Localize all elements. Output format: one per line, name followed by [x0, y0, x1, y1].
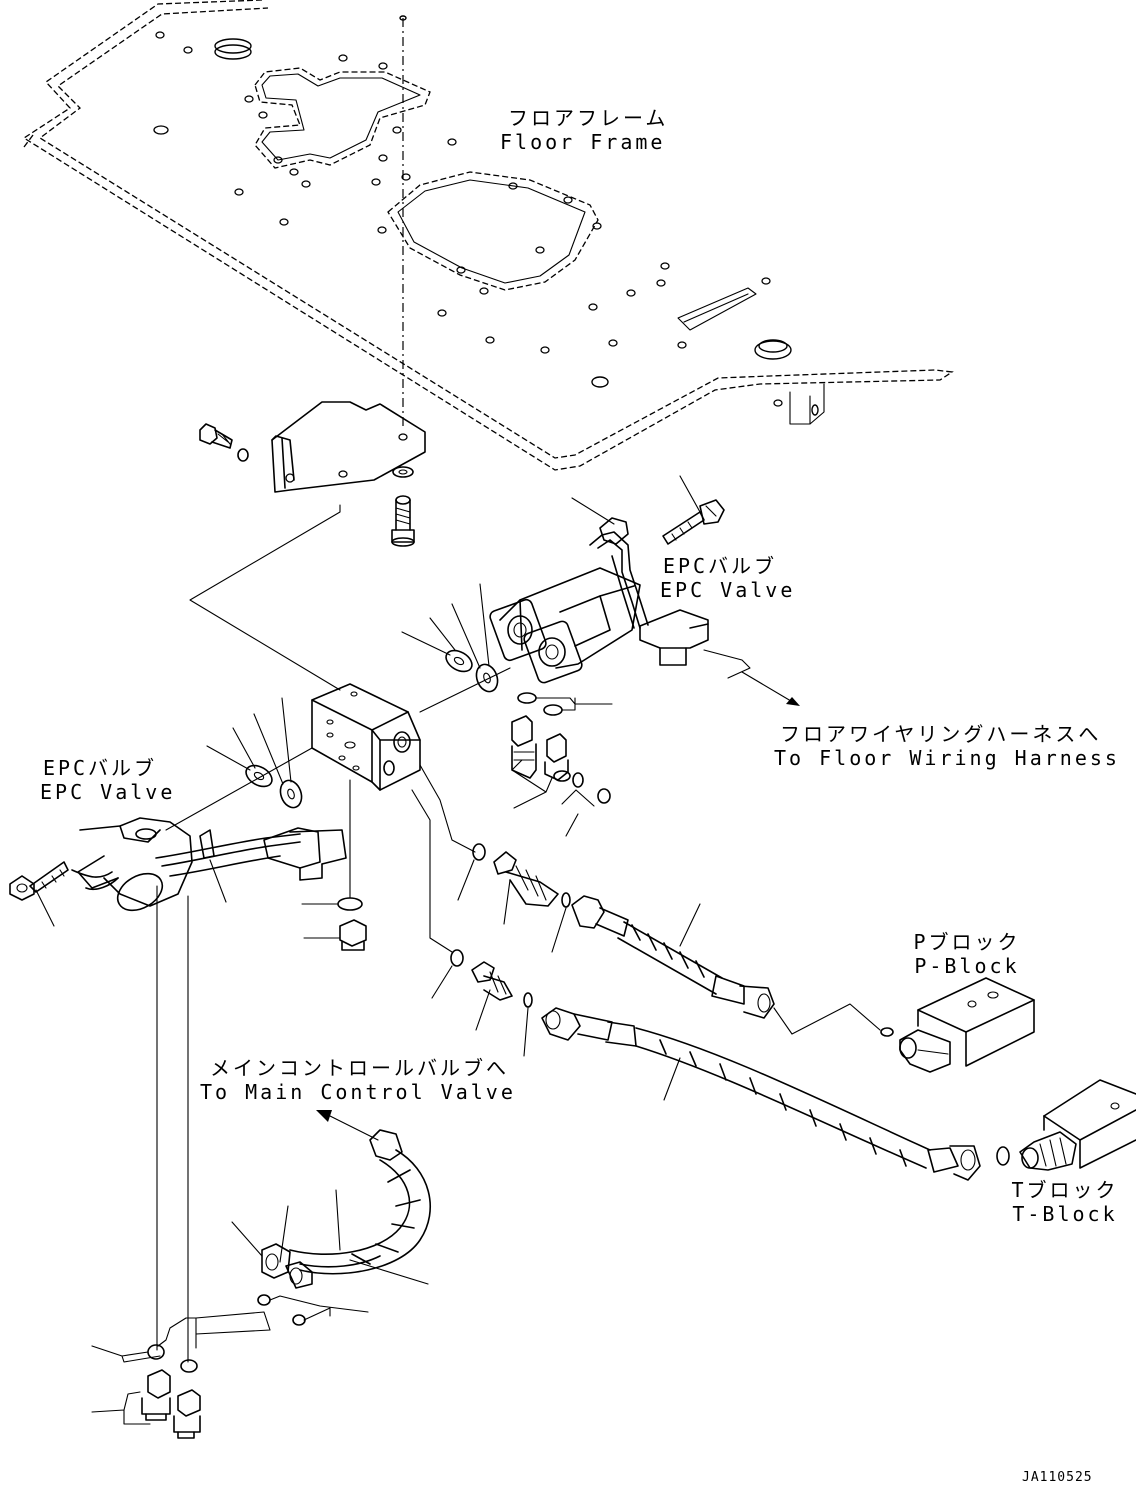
fittings-group-1	[511, 715, 611, 837]
bottom-leader-join	[157, 1317, 197, 1347]
plug-below-manifold	[301, 897, 367, 951]
main-control-label-en: To Main Control Valve	[200, 1080, 516, 1104]
main-control-label-ja: メインコントロールバルブへ	[210, 1056, 509, 1080]
p-block-label-ja: Pブロック	[913, 930, 1021, 954]
oring-right	[401, 583, 499, 693]
harness-leader	[703, 649, 797, 705]
p-block-label-en: P-Block	[914, 954, 1020, 978]
axis-t	[411, 789, 453, 953]
epc-valve-right-label-en: EPC Valve	[660, 578, 796, 602]
t-hose	[541, 1007, 981, 1181]
t-block	[996, 1079, 1136, 1171]
epc-valve-right-label-ja: EPCバルブ	[662, 554, 778, 578]
epc-valve-left-label-en: EPC Valve	[40, 780, 176, 804]
oring-left	[206, 697, 303, 809]
epc-valve-right	[489, 475, 725, 684]
t-block-label-en: T-Block	[1012, 1202, 1118, 1226]
manifold-block	[311, 683, 421, 791]
bracket-leader	[189, 504, 341, 691]
floor-frame-label-en: Floor Frame	[500, 130, 666, 154]
floor-frame-label-ja: フロアフレーム	[508, 106, 669, 130]
floor-harness-label-en: To Floor Wiring Harness	[774, 746, 1120, 770]
main-control-hoses	[231, 1110, 432, 1289]
small-orings-epc	[517, 692, 613, 716]
epc-valve-left-label-ja: EPCバルブ	[42, 756, 158, 780]
mounting-bracket	[271, 401, 426, 493]
p-block	[880, 977, 1035, 1073]
drawing-code: JA110525	[1022, 1470, 1093, 1485]
axis-p	[419, 764, 476, 853]
bottom-fittings	[91, 1294, 369, 1439]
t-line-fittings	[431, 949, 533, 1057]
bracket-washer-bolt	[391, 466, 415, 547]
epc-valve-left	[9, 817, 347, 927]
bracket-bolt	[199, 423, 249, 462]
axis-left	[165, 747, 313, 831]
arrow-floor-harness	[786, 697, 800, 706]
t-block-label-ja: Tブロック	[1011, 1178, 1119, 1202]
vertical-leaders	[156, 885, 189, 1363]
top-dot	[399, 15, 407, 21]
floor-frame-plate	[22, 0, 954, 483]
axis-right	[419, 667, 511, 713]
p-hose	[571, 895, 881, 1035]
floor-harness-label-ja: フロアワイヤリングハーネスへ	[780, 722, 1102, 746]
p-line-fittings	[457, 843, 571, 953]
